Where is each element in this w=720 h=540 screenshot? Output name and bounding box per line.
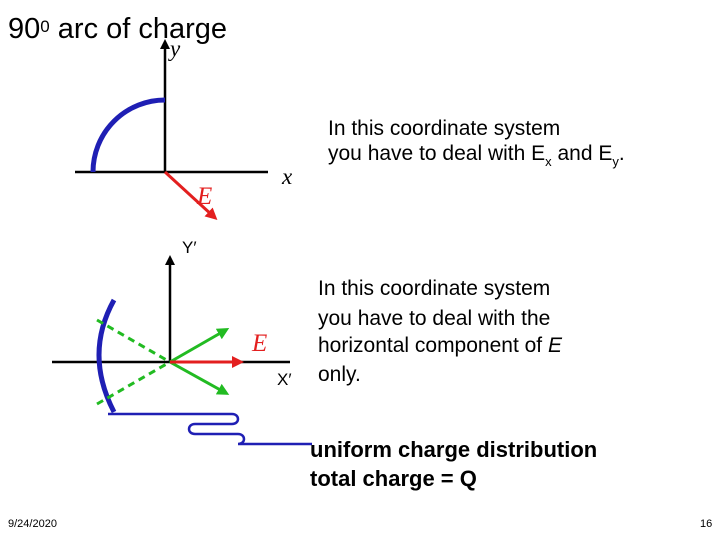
- title-main: 90: [8, 13, 41, 45]
- top-text-line1: In this coordinate system: [328, 117, 561, 140]
- top-diagram: [75, 39, 268, 221]
- callout-line1: uniform charge distribution: [310, 437, 598, 462]
- bottom-green-arrow-up: [169, 328, 230, 364]
- bottom-green-dashed-upper: [96, 318, 171, 364]
- title-superscript: 0: [40, 17, 50, 36]
- bottom-text-line2: you have to deal with the: [318, 307, 551, 330]
- bottom-green-dashed-lower: [96, 360, 171, 406]
- bottom-y-label: Y′: [182, 238, 197, 257]
- bottom-x-label: X′: [277, 370, 292, 389]
- callout-line2: total charge = Q: [310, 466, 477, 491]
- callout-squiggle: [108, 412, 312, 446]
- bottom-text-line4: only.: [318, 363, 361, 386]
- bottom-diagram: [52, 255, 290, 414]
- top-text-line2: you have to deal with Ex and Ey.: [328, 142, 625, 169]
- slide-title: 900 arc of charge: [8, 12, 227, 46]
- bottom-text-line1: In this coordinate system: [318, 277, 551, 300]
- top-field-vector: [163, 170, 218, 221]
- title-rest: arc of charge: [49, 13, 228, 45]
- footer-date: 9/24/2020: [8, 518, 57, 530]
- bottom-green-arrow-down: [169, 360, 230, 395]
- top-y-label: y: [170, 36, 181, 61]
- footer-page-number: 16: [700, 518, 713, 530]
- bottom-text-line3: horizontal component of E: [318, 334, 562, 357]
- top-e-label: E: [197, 183, 213, 210]
- top-x-label: x: [282, 164, 293, 189]
- top-charge-arc: [90, 97, 166, 173]
- bottom-e-label: E: [252, 330, 268, 357]
